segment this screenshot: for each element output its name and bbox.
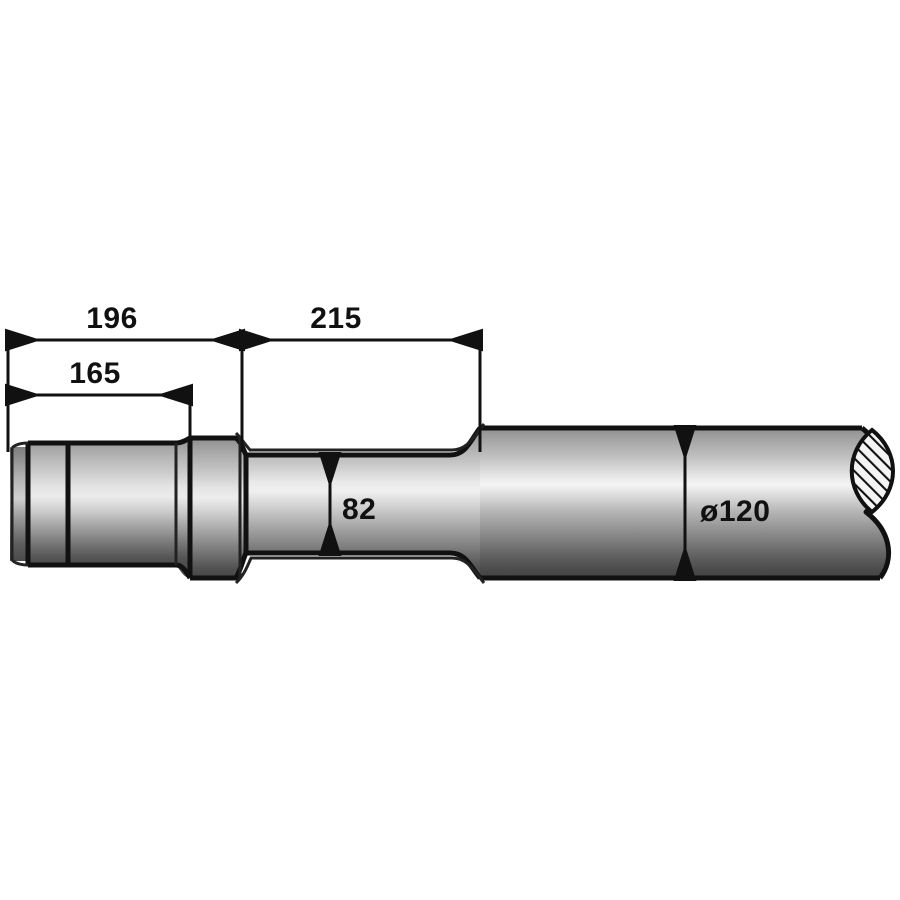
dimension-165-label: 165 [69,357,121,390]
shank-outline-bottom [28,562,193,580]
dimension-82: 82 [318,452,376,556]
dimension-196-label: 196 [86,302,138,335]
dimension-165: 165 [5,357,193,407]
dimension-120-label: ø120 [700,495,770,528]
shank-cylinder [28,443,190,565]
break-section-hatch [849,427,895,515]
shank-end-face-cap [10,441,29,567]
waist-fillet-highlight-top [250,423,486,452]
dimension-120: ø120 [673,425,770,581]
collar-waist-fillet-bottom [234,557,253,585]
dimension-group: 196 165 215 82 ø120 [5,302,770,581]
dimension-196: 196 [5,302,245,352]
collar-flange [190,438,246,578]
shank-end-face [10,447,28,561]
dimension-215-label: 215 [310,302,362,335]
collar-waist-fillet-top [234,431,253,453]
shank-outline-top [28,435,192,446]
waist-section [246,428,480,578]
waist-fillet-highlight-bottom [250,556,486,584]
dimension-215: 215 [239,302,483,352]
dimension-82-label: 82 [342,493,376,526]
